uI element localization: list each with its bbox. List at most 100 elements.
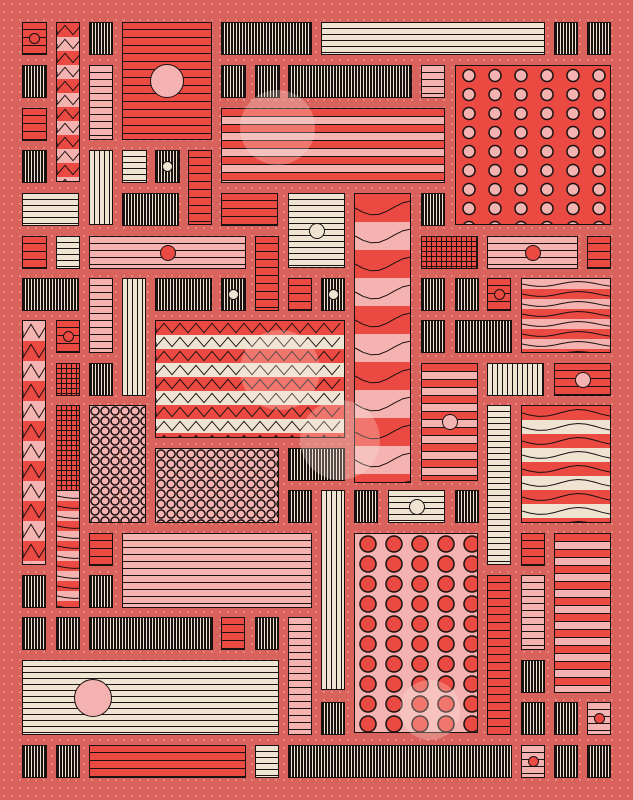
pattern-tile-black xyxy=(321,702,345,735)
pattern-tile-vcream xyxy=(321,490,345,690)
pattern-tile-black xyxy=(89,617,213,650)
circle-mark xyxy=(408,498,425,515)
pattern-tile-cream xyxy=(487,405,511,565)
pattern-tile-black xyxy=(56,617,80,650)
pattern-tile-black xyxy=(221,65,246,98)
pattern-tile-black xyxy=(288,448,345,481)
pattern-tile-black xyxy=(554,22,578,55)
pattern-tile-vcream xyxy=(89,150,113,225)
pattern-tile-pink xyxy=(89,65,113,140)
pattern-tile-zigc xyxy=(155,320,345,438)
circle-mark xyxy=(574,371,591,388)
pattern-tile-zig xyxy=(56,22,80,182)
pattern-tile-wavep xyxy=(56,490,80,608)
pattern-tile-pink xyxy=(89,278,113,353)
pattern-tile-black xyxy=(89,22,113,55)
pattern-tile-black xyxy=(155,278,212,311)
pattern-tile-red xyxy=(487,575,511,735)
pattern-tile-black xyxy=(521,660,545,693)
circle-mark xyxy=(524,244,541,261)
pattern-tile-black xyxy=(56,745,80,778)
pattern-tile-cream xyxy=(122,150,147,183)
circle-mark xyxy=(73,678,112,717)
pattern-tile-wavec xyxy=(521,405,611,523)
pattern-tile-black xyxy=(455,490,479,523)
pattern-tile-wave xyxy=(354,193,411,483)
circle-mark xyxy=(228,289,239,300)
pattern-tile-red xyxy=(288,278,312,311)
pattern-tile-circ xyxy=(455,65,611,225)
circle-mark xyxy=(159,244,176,261)
pattern-tile-grid xyxy=(56,363,80,396)
pattern-tile-circp xyxy=(155,448,279,523)
pattern-tile-circr xyxy=(354,533,478,733)
pattern-tile-black xyxy=(22,278,79,311)
pattern-tile-vcream xyxy=(122,278,146,396)
pattern-tile-black xyxy=(22,65,47,98)
circle-mark xyxy=(308,222,325,239)
pattern-tile-red xyxy=(255,236,279,311)
circle-mark xyxy=(162,161,173,172)
pattern-tile-black xyxy=(421,193,445,226)
pattern-tile-cream xyxy=(22,660,279,735)
pattern-tile-redpink xyxy=(221,108,445,183)
pattern-tile-black xyxy=(288,65,412,98)
pattern-tile-cream xyxy=(321,22,545,55)
circle-mark xyxy=(441,414,458,430)
pattern-tile-black xyxy=(288,745,512,778)
circle-mark xyxy=(493,289,505,300)
pattern-tile-black xyxy=(255,65,280,98)
pattern-tile-cream xyxy=(288,193,345,268)
circle-mark xyxy=(62,331,74,342)
pattern-tile-black xyxy=(587,22,611,55)
pattern-tile-black xyxy=(221,22,312,55)
circle-mark xyxy=(527,756,539,767)
circle-mark xyxy=(327,289,339,300)
pattern-tile-grid xyxy=(421,236,478,269)
pattern-tile-black xyxy=(455,278,479,311)
pattern-tile-pink xyxy=(521,745,545,778)
pattern-tile-redpink xyxy=(554,533,611,693)
pattern-tile-black xyxy=(22,745,47,778)
pattern-tile-black xyxy=(255,617,279,650)
pattern-tile-black xyxy=(455,320,512,353)
pattern-tile-black xyxy=(421,278,445,311)
pattern-tile-red xyxy=(587,236,611,269)
pattern-tile-black xyxy=(89,363,113,396)
pattern-tile-black xyxy=(288,490,312,523)
pattern-tile-black xyxy=(354,490,378,523)
pattern-tile-red xyxy=(521,533,545,566)
pattern-tile-red xyxy=(22,236,47,269)
pattern-tile-pink xyxy=(122,533,312,608)
pattern-tile-cream xyxy=(56,236,80,269)
pattern-tile-black xyxy=(554,745,578,778)
pattern-tile-black xyxy=(554,702,578,735)
pattern-tile-wavep xyxy=(521,278,611,353)
pattern-tile-red xyxy=(89,745,246,778)
pattern-tile-red xyxy=(89,533,113,566)
pattern-tile-black xyxy=(22,150,47,183)
pattern-tile-black xyxy=(421,320,445,353)
pattern-tile-vcream xyxy=(487,363,544,396)
pattern-tile-cream xyxy=(255,745,279,778)
pattern-tile-pink xyxy=(521,575,545,650)
pattern-tile-pink xyxy=(288,617,312,735)
circle-mark xyxy=(593,713,605,724)
pattern-tile-black xyxy=(22,575,46,608)
pattern-tile-black xyxy=(22,617,46,650)
pattern-tile-red xyxy=(221,617,245,650)
pattern-tile-red xyxy=(22,22,47,55)
circle-mark xyxy=(150,64,184,98)
pattern-tile-red xyxy=(188,150,212,225)
pattern-tile-zigp xyxy=(22,320,46,565)
pattern-tile-black xyxy=(587,745,611,778)
circle-mark xyxy=(29,33,40,44)
pattern-tile-black xyxy=(521,702,545,735)
pattern-tile-red xyxy=(22,108,47,141)
pattern-tile-red xyxy=(221,193,278,226)
pattern-tile-pink xyxy=(487,236,578,269)
pattern-tile-circp xyxy=(89,405,146,523)
pattern-tile-black xyxy=(122,193,179,226)
pattern-tile-black xyxy=(89,575,113,608)
pattern-tile-red xyxy=(554,363,611,396)
